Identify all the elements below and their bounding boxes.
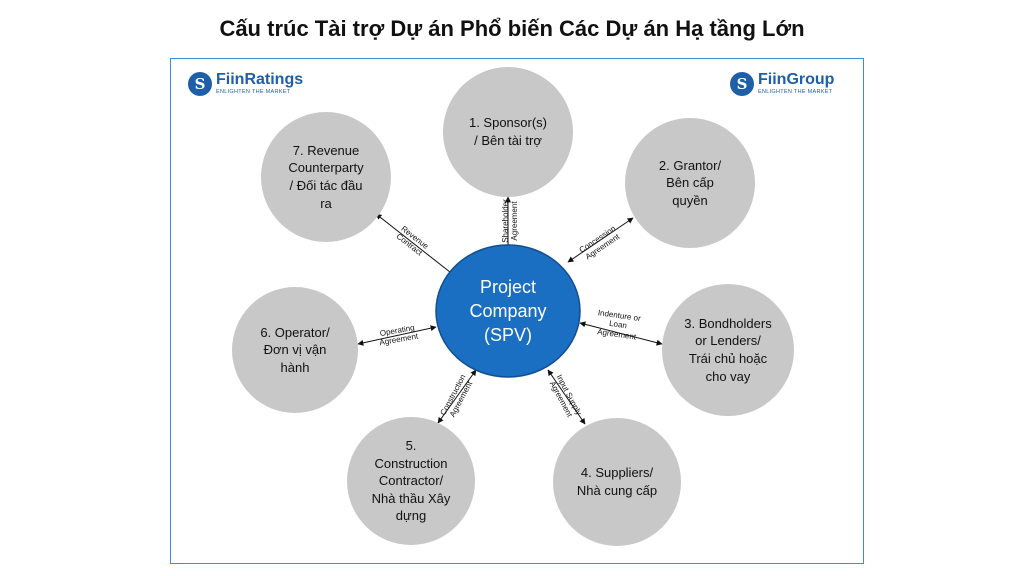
edge-sponsor-label-line: Agreement (510, 201, 519, 241)
edge-bondholders-arrow (579, 321, 663, 346)
node-bondholders-label: 3. Bondholders or Lenders/Trái chủ hoặc ch… (669, 284, 787, 416)
node-suppliers-label-line: 4. Suppliers/ (580, 465, 654, 481)
node-bondholders-label-line: cho vay (705, 368, 751, 384)
node-operator-circle (232, 287, 358, 413)
node-contractor-label-line: 5. (405, 438, 417, 454)
fiingroup-logo-name: FiinGroup (758, 71, 835, 89)
fiinratings-logo: S FiinRatings ENLIGHTEN THE MARKET (188, 72, 303, 96)
node-grantor-label-line: quyền (672, 192, 708, 208)
node-sponsor-label-line: 1. Sponsor(s) (468, 115, 548, 131)
node-sponsor-label: 1. Sponsor(s) / Bên tài trợ (450, 67, 566, 197)
node-bondholders-label-line: or Lenders/ (695, 333, 761, 349)
fiingroup-logo: S FiinGroup ENLIGHTEN THE MARKET (730, 72, 834, 96)
project-company-label-line: Project (479, 276, 537, 297)
fiinratings-logo-tagline: ENLIGHTEN THE MARKET (216, 89, 291, 96)
fiinratings-logo-name: FiinRatings (216, 71, 304, 89)
edge-operator-arrow (357, 325, 437, 346)
node-suppliers-label: 4. Suppliers/Nhà cung cấp (560, 418, 674, 546)
node-revenue-label-line: 7. Revenue (292, 142, 360, 158)
node-suppliers-circle (553, 418, 681, 546)
node-contractor-label-line: Contractor/ (378, 473, 444, 489)
edge-revenue-arrow (375, 213, 456, 277)
node-revenue-label-line: / Đối tác đầu (289, 178, 363, 193)
node-operator-label-line: hành (280, 359, 310, 375)
node-grantor-label-line: Bên cấp (666, 175, 714, 191)
node-grantor-circle (625, 118, 755, 248)
project-company-ellipse (435, 244, 581, 378)
node-bondholders-label-line: Trái chủ hoặc (688, 351, 768, 366)
node-revenue-label-line: Counterparty (288, 160, 364, 176)
node-operator-label-line: 6. Operator/ (260, 324, 330, 340)
node-grantor-label-line: 2. Grantor/ (658, 157, 722, 173)
node-sponsor-circle (443, 67, 573, 197)
node-contractor-label-line: Nhà thầu Xây (371, 490, 451, 506)
node-sponsor-label-line: / Bên tài trợ (474, 133, 542, 148)
node-bondholders-label-line: 3. Bondholders (684, 315, 772, 331)
node-operator-label-line: Đơn vị vận (263, 342, 327, 358)
page-title: Cấu trúc Tài trợ Dự án Phổ biến Các Dự á… (219, 16, 805, 41)
fiingroup-logo-icon: S (730, 72, 754, 96)
node-bondholders-circle (662, 284, 794, 416)
fiingroup-logo-tagline: ENLIGHTEN THE MARKET (758, 89, 833, 96)
node-revenue-circle (261, 112, 391, 242)
node-suppliers-label-line: Nhà cung cấp (576, 483, 658, 498)
project-company-label-line: (SPV) (483, 325, 532, 346)
edge-suppliers-arrow (547, 369, 586, 425)
project-company-label-line: Company (469, 300, 547, 321)
node-contractor-label-line: Construction (374, 455, 448, 471)
fiinratings-logo-icon: S (188, 72, 212, 96)
node-contractor-circle (347, 417, 475, 545)
edge-contractor-arrow (437, 369, 477, 424)
edge-grantor-arrow (567, 217, 634, 263)
node-contractor-label-line: dựng (395, 508, 427, 524)
edge-sponsor-label-line: Shareholder (500, 199, 510, 243)
node-revenue-label-line: ra (320, 195, 332, 211)
